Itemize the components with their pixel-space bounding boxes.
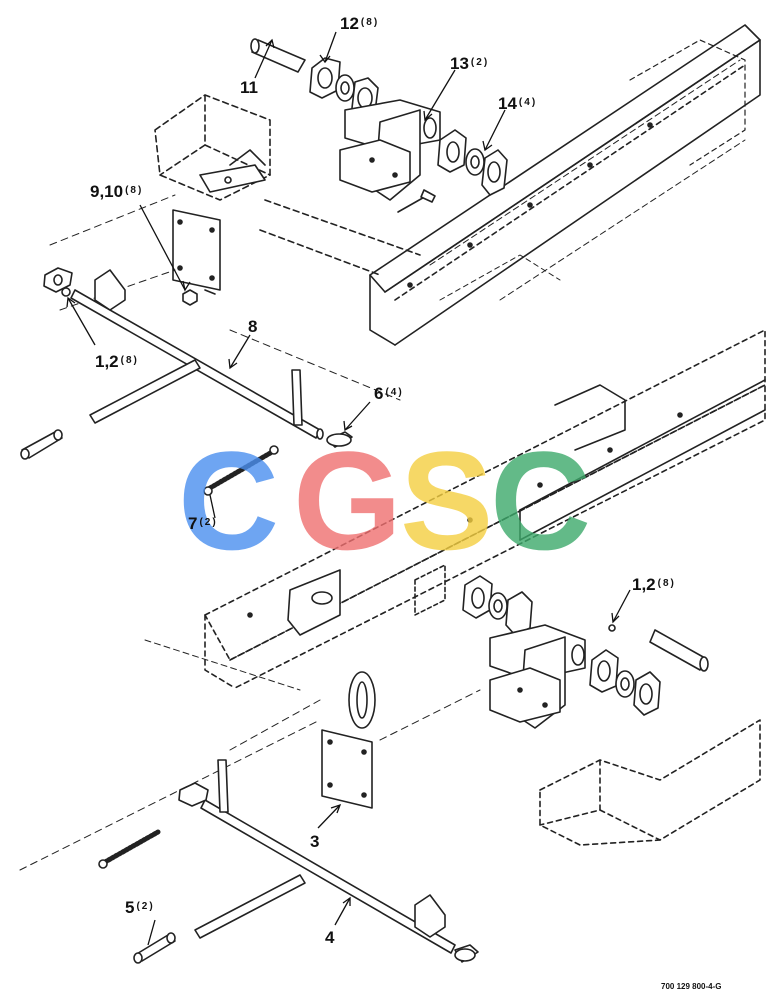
lower-nut: [608, 624, 616, 632]
watermark-letter-1: C: [178, 422, 280, 579]
part-12-flange: [309, 57, 341, 99]
lower-pin: [649, 629, 709, 672]
callout-1-2-lower: 1,2(8): [632, 575, 676, 593]
lower-frame-rail: [144, 329, 766, 691]
callout-7: 7(2): [188, 514, 218, 532]
callout-number: 7: [188, 514, 198, 533]
callout-number: 5: [125, 898, 135, 917]
part-7-spring: [203, 445, 279, 496]
callout-number: 11: [240, 78, 258, 97]
callout-number: 8: [248, 317, 258, 336]
callout-13: 13(2): [450, 54, 489, 72]
callout-1-2-upper: 1,2(8): [95, 352, 139, 370]
part-14-flanges: [437, 129, 508, 196]
callout-quantity: (8): [360, 17, 380, 28]
lower-right-flanges: [589, 649, 661, 716]
callout-5: 5(2): [125, 898, 155, 916]
upper-pad: [20, 429, 63, 460]
callout-8: 8: [248, 317, 259, 335]
lower-right-tube: [539, 719, 761, 846]
watermark-letter-3: S: [400, 422, 494, 579]
callout-number: 9,10: [90, 182, 124, 201]
callout-number: 1,2: [632, 575, 656, 594]
lower-bracket: [489, 624, 586, 729]
callout-11: 11: [240, 78, 260, 96]
upper-bolt: [397, 189, 436, 213]
upper-frame-tube: [154, 94, 421, 276]
callout-3: 3: [310, 832, 321, 850]
part-9-10-plate: [172, 209, 221, 306]
callout-14: 14(4): [498, 94, 537, 112]
callout-number: 13: [450, 54, 469, 73]
callout-quantity: (8): [657, 578, 676, 589]
lower-slot-plate: [348, 671, 376, 729]
callout-quantity: (4): [518, 97, 538, 108]
upper-frame-rail: [369, 24, 761, 346]
callout-quantity: (2): [199, 517, 218, 528]
part-13-bracket: [339, 99, 441, 201]
figure-id: 700 129 800-4-G: [661, 982, 722, 991]
part-11-pin: [250, 38, 306, 73]
callout-quantity: (2): [470, 57, 490, 68]
callout-quantity: (4): [385, 387, 404, 398]
callout-12: 12(8): [340, 14, 379, 32]
part-5-pad: [133, 932, 176, 964]
callout-4: 4: [325, 928, 336, 946]
watermark-letter-4: C: [490, 422, 592, 579]
lower-flanges: [462, 575, 533, 636]
callout-number: 1,2: [95, 352, 119, 371]
leader-lines: [66, 31, 631, 946]
callout-number: 14: [498, 94, 517, 113]
callout-9-10: 9,10(8): [90, 182, 143, 200]
part-4-rod-assembly: [178, 759, 479, 963]
callout-quantity: (8): [120, 355, 139, 366]
callout-quantity: (2): [136, 901, 155, 912]
part-1-2-upper: [43, 267, 73, 297]
part-3-plate: [321, 729, 373, 809]
callout-number: 3: [310, 832, 320, 851]
watermark-letter-2: G: [293, 422, 402, 579]
part-6-pad: [326, 431, 353, 448]
upper-angle-bracket: [199, 149, 266, 193]
callout-quantity: (8): [125, 185, 144, 196]
callout-number: 12: [340, 14, 359, 33]
callout-6: 6(4): [374, 384, 404, 402]
callout-number: 4: [325, 928, 335, 947]
part-8-rod-assembly: [70, 269, 324, 440]
lower-spring: [98, 829, 161, 869]
callout-number: 6: [374, 384, 384, 403]
